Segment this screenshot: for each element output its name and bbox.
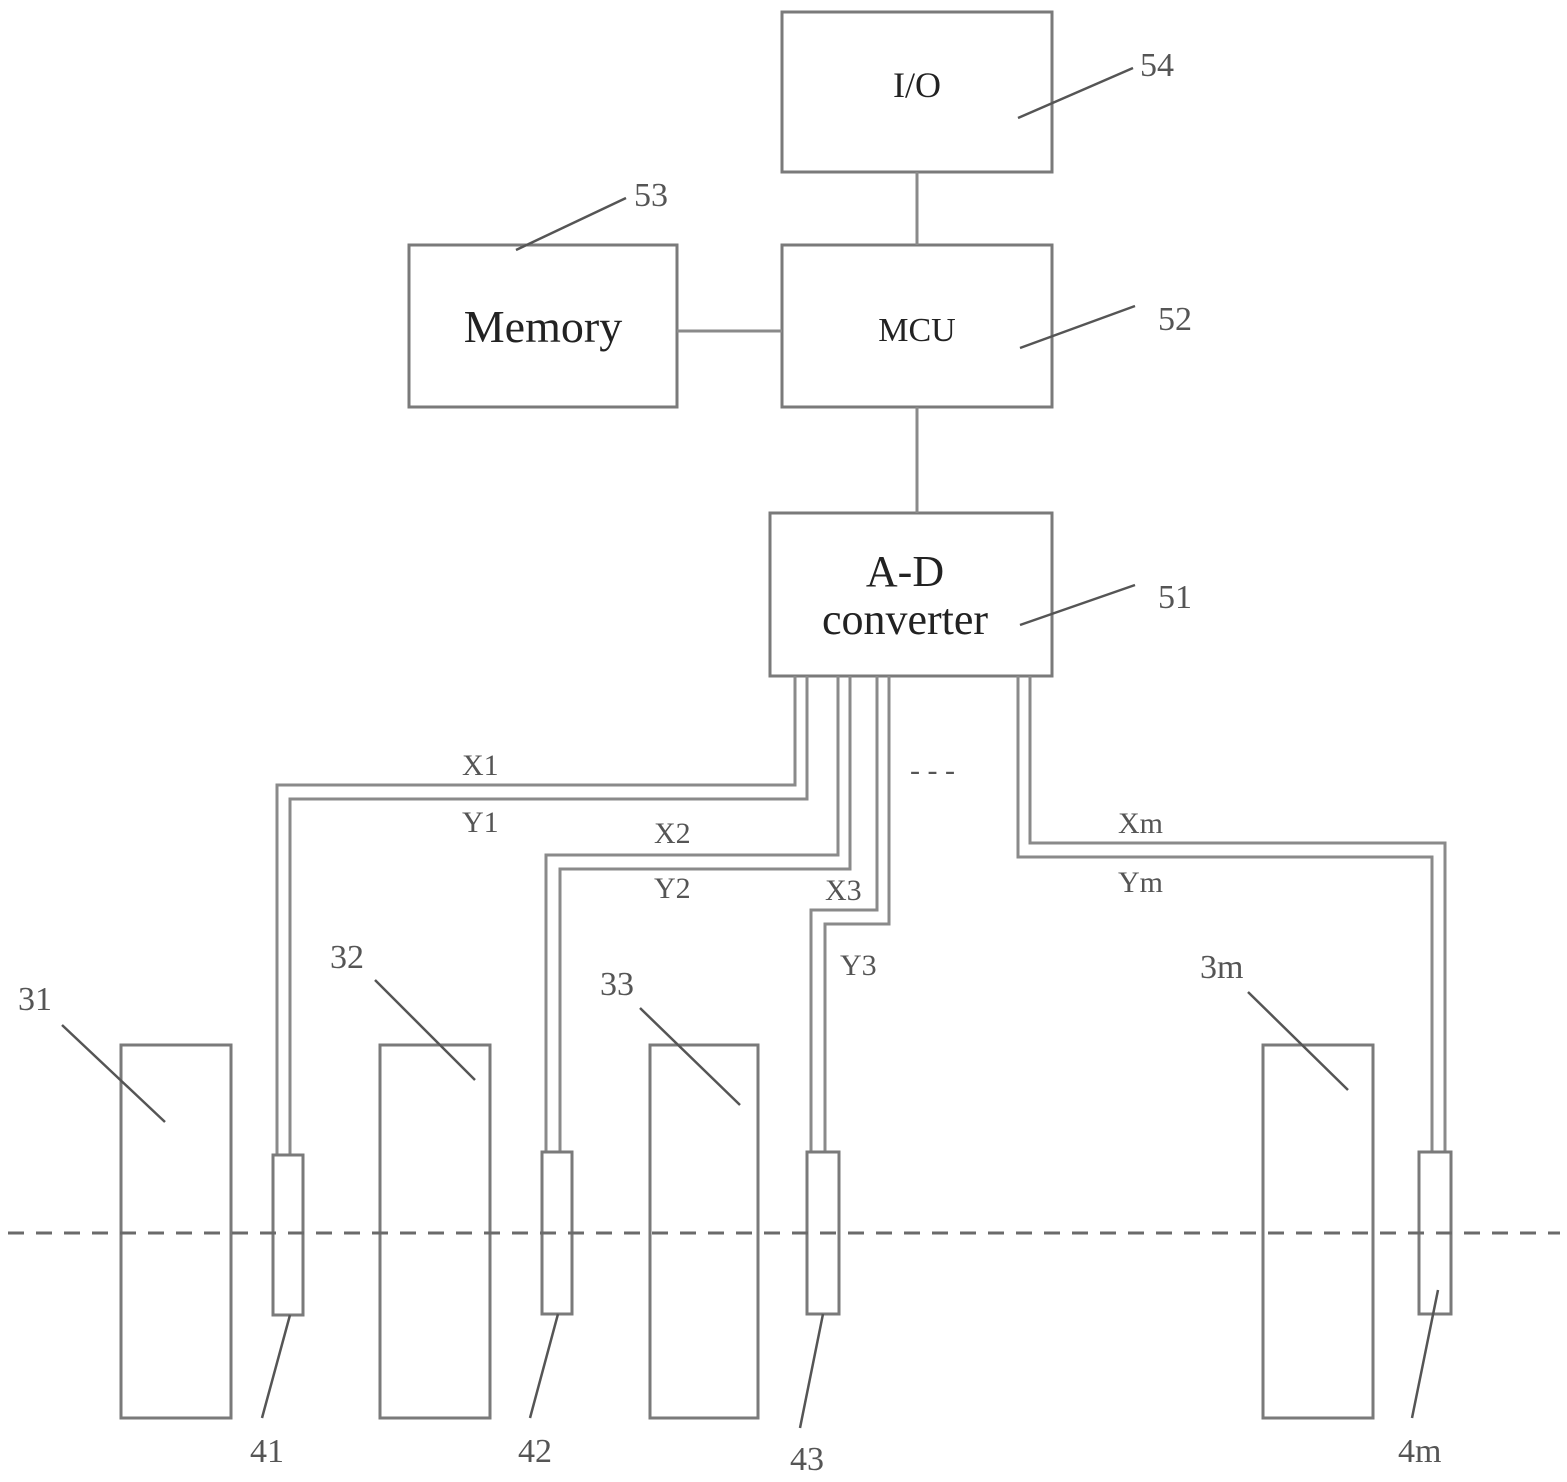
signal-y3-label: Y3 <box>840 949 877 982</box>
memory-ref-leader <box>516 198 626 250</box>
adc-ref: 51 <box>1158 579 1192 616</box>
mcu-label: MCU <box>878 312 955 349</box>
io-ref: 54 <box>1140 47 1174 84</box>
sensor-43-leader <box>800 1314 823 1428</box>
signal-x3-label: X3 <box>825 874 862 907</box>
signal-xm-label: Xm <box>1118 807 1163 840</box>
adc-label-line2: converter <box>822 595 988 644</box>
signal-ellipsis: - - - <box>910 754 955 787</box>
adc-label-line1: A-D <box>866 547 944 596</box>
sensor-43-ref: 43 <box>790 1441 824 1478</box>
element-3m-ref: 3m <box>1200 949 1243 986</box>
memory-ref: 53 <box>634 177 668 214</box>
element-33-ref: 33 <box>600 966 634 1003</box>
signal-x2-label: X2 <box>654 817 691 850</box>
signal-x1-label: X1 <box>462 749 499 782</box>
signal-y2-label: Y2 <box>654 872 691 905</box>
sensor-42-ref: 42 <box>518 1433 552 1470</box>
signal-ym-label: Ym <box>1118 866 1163 899</box>
sensor-41 <box>273 1155 303 1315</box>
mcu-ref: 52 <box>1158 301 1192 338</box>
memory-label: Memory <box>464 301 622 352</box>
io-label: I/O <box>893 65 941 105</box>
sensor-42-leader <box>530 1314 558 1418</box>
sensor-4m-ref: 4m <box>1398 1433 1441 1470</box>
sensor-41-leader <box>262 1315 290 1418</box>
element-31-ref: 31 <box>18 981 52 1018</box>
element-32-ref: 32 <box>330 939 364 976</box>
wire-pair-m <box>1018 676 1445 1155</box>
sensor-41-ref: 41 <box>250 1433 284 1470</box>
signal-y1-label: Y1 <box>462 806 499 839</box>
